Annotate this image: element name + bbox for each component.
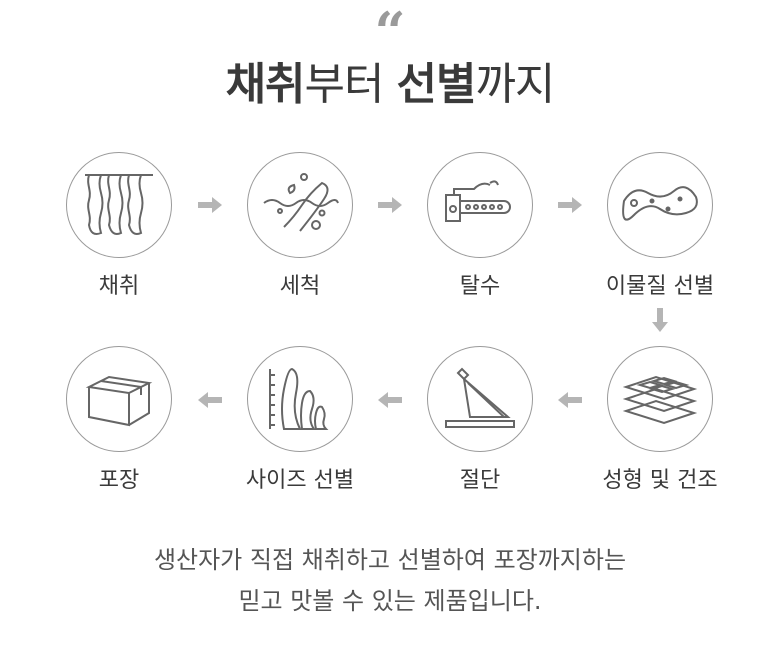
seaweed-hanging-icon: [66, 152, 172, 258]
step-label: 절단: [459, 468, 501, 493]
step-label: 탈수: [459, 274, 501, 299]
arrow-down-icon: [652, 308, 668, 332]
washing-icon: [247, 152, 353, 258]
step-packing: 포장: [29, 346, 209, 494]
quote-mark: “: [374, 0, 406, 64]
stacked-sheets-icon: [607, 346, 713, 452]
step-foreign-sort: 이물질 선별: [570, 152, 750, 300]
step-size-sort: 사이즈 선별: [210, 346, 390, 494]
foreign-matter-sorting-icon: [607, 152, 713, 258]
step-label: 이물질 선별: [605, 274, 715, 299]
page-title: 채취부터 선별까지: [0, 48, 780, 112]
step-label: 성형 및 건조: [602, 468, 718, 493]
step-wash: 세척: [210, 152, 390, 300]
description-line-2: 믿고 맛볼 수 있는 제품입니다.: [238, 587, 542, 615]
arrow-right-icon: [198, 197, 222, 213]
size-sorting-icon: [247, 346, 353, 452]
step-label: 포장: [98, 468, 140, 493]
title-bold-1: 채취: [225, 59, 306, 110]
title-bold-2: 선별: [396, 59, 476, 110]
box-icon: [66, 346, 172, 452]
step-label: 사이즈 선별: [245, 468, 355, 493]
step-dehydrate: 탈수: [390, 152, 570, 300]
step-label: 세척: [279, 274, 321, 299]
arrow-right-icon: [378, 197, 402, 213]
title-light-1: 부터: [304, 59, 397, 110]
arrow-right-icon: [558, 197, 582, 213]
description-line-1: 생산자가 직접 채취하고 선별하여 포장까지하는: [153, 546, 627, 574]
arrow-left-icon: [558, 392, 582, 408]
title-light-2: 까지: [475, 59, 555, 110]
arrow-left-icon: [198, 392, 222, 408]
arrow-left-icon: [378, 392, 402, 408]
step-label: 채취: [98, 274, 140, 299]
step-cutting: 절단: [390, 346, 570, 494]
step-forming-drying: 성형 및 건조: [570, 346, 750, 494]
dehydration-machine-icon: [427, 152, 533, 258]
step-harvest: 채취: [29, 152, 209, 300]
cutter-icon: [427, 346, 533, 452]
